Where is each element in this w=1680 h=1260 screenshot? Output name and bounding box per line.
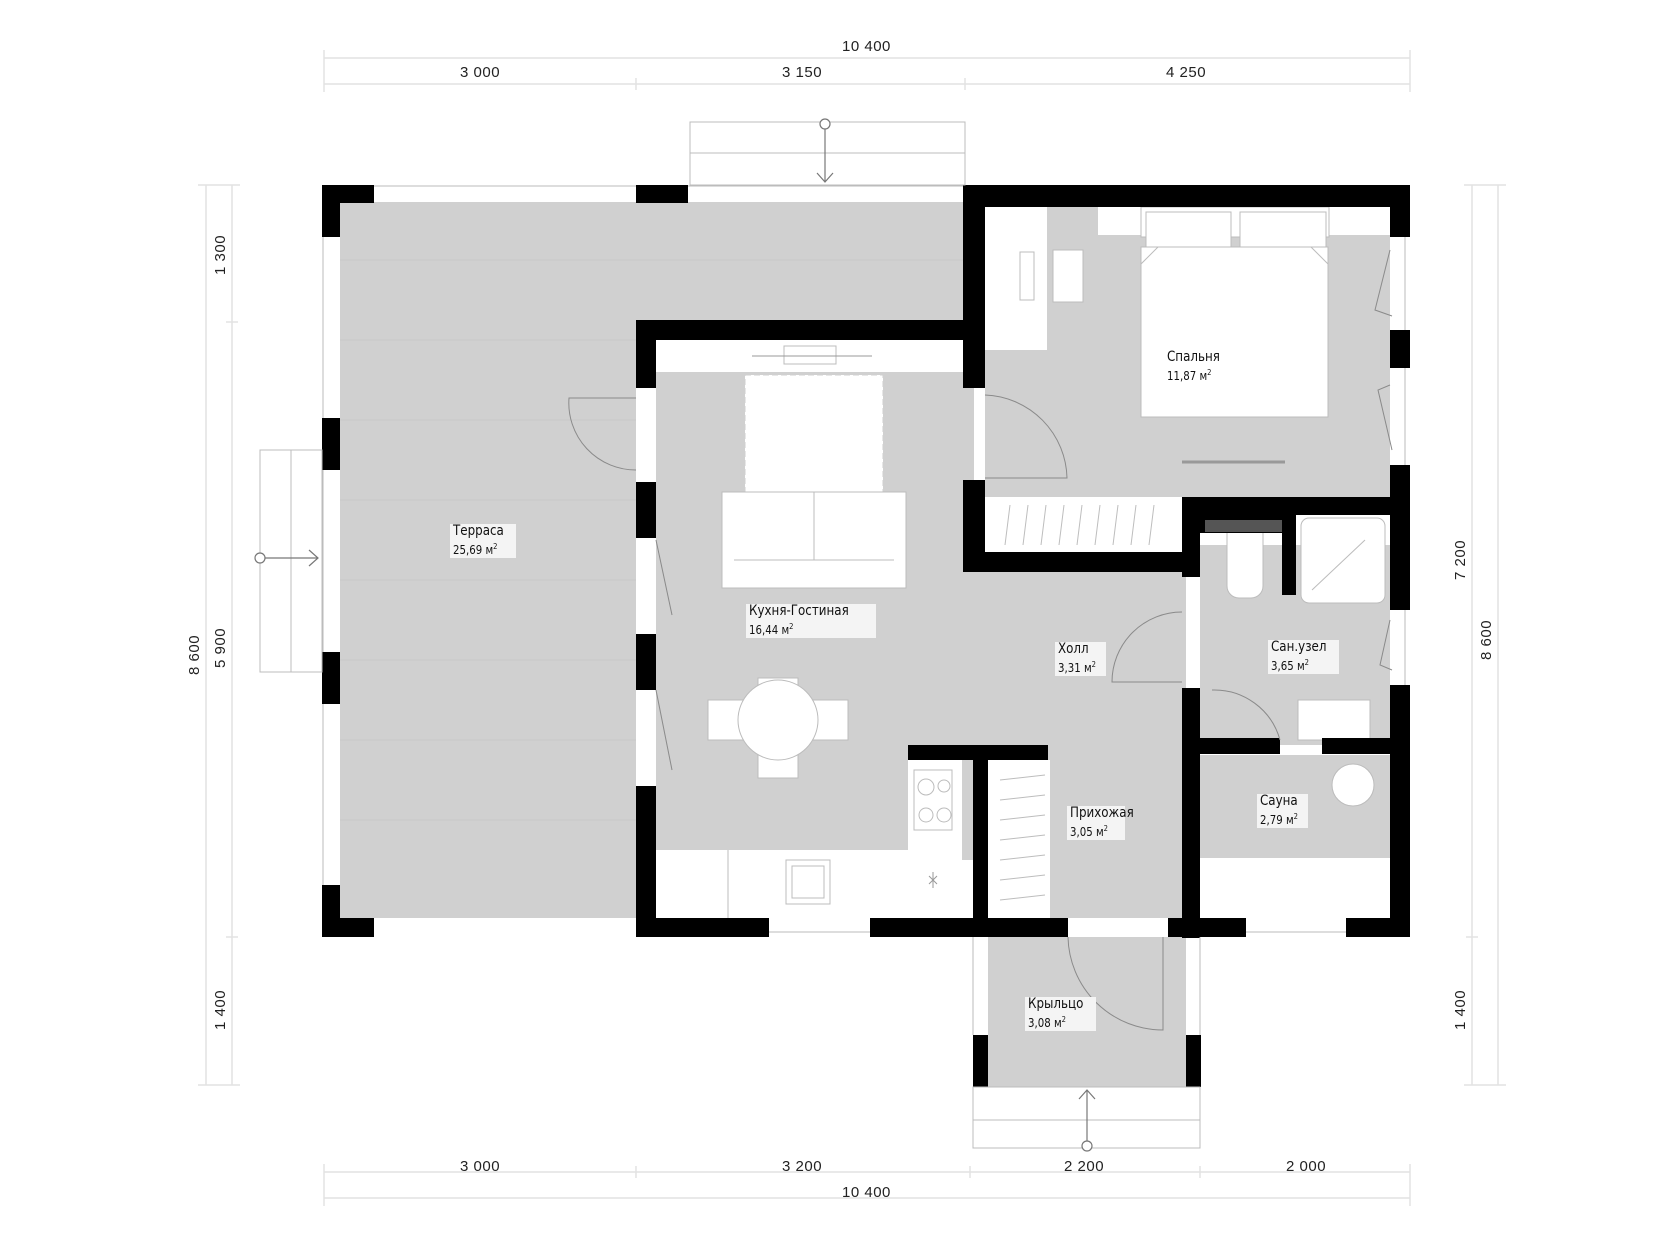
room-label-porch: Крыльцо 3,08 м2 [1025, 997, 1097, 1031]
room-label-bedroom: Спальня 11,87 м2 [1167, 349, 1220, 384]
windows [322, 185, 1406, 1035]
dim-bottom-seg-3: 2 200 [1064, 1158, 1105, 1175]
room-label-hall: Холл 3,31 м2 [1055, 642, 1106, 676]
dim-right-seg-2: 1 400 [1452, 989, 1469, 1030]
room-label-entrance: Прихожая 3,05 м2 [1067, 806, 1134, 840]
room-label-bathroom: Сан.узел 3,65 м2 [1268, 640, 1340, 674]
bath-vent [1205, 520, 1282, 532]
dim-bottom-seg-4: 2 000 [1286, 1158, 1327, 1175]
dim-left-seg-2: 5 900 [212, 627, 229, 668]
dim-right-total: 8 600 [1478, 619, 1495, 660]
dim-left-seg-3: 1 400 [212, 989, 229, 1030]
dim-left-total: 8 600 [186, 634, 203, 675]
terrace-boards [340, 259, 965, 821]
dim-bottom-seg-1: 3 000 [460, 1158, 501, 1175]
furniture [656, 206, 1398, 918]
dim-top-seg-1: 3 000 [460, 64, 501, 81]
dim-top-seg-3: 4 250 [1166, 64, 1207, 81]
wardrobe-hatching [928, 504, 1155, 901]
dim-bottom-seg-2: 3 200 [782, 1158, 823, 1175]
dim-left-seg-1: 1 300 [212, 234, 229, 275]
walls [322, 185, 1410, 1087]
room-label-sauna: Сауна 2,79 м2 [1257, 794, 1308, 828]
dim-bottom-total: 10 400 [842, 1184, 891, 1201]
dimension-lines [198, 50, 1506, 1206]
dim-right-seg-1: 7 200 [1452, 539, 1469, 580]
room-label-terrace: Терраса 25,69 м2 [450, 524, 516, 558]
entry-arrow-up-icon [1081, 1140, 1093, 1152]
door-swings [568, 249, 1393, 1031]
dim-top-seg-2: 3 150 [782, 64, 823, 81]
entry-arrow-right-icon [254, 552, 266, 564]
entry-arrow-down-icon [819, 118, 831, 130]
dim-top-total: 10 400 [842, 38, 891, 55]
entry-arrows [254, 118, 1096, 1152]
room-label-kitchen-living: Кухня-Гостиная 16,44 м2 [746, 604, 876, 638]
